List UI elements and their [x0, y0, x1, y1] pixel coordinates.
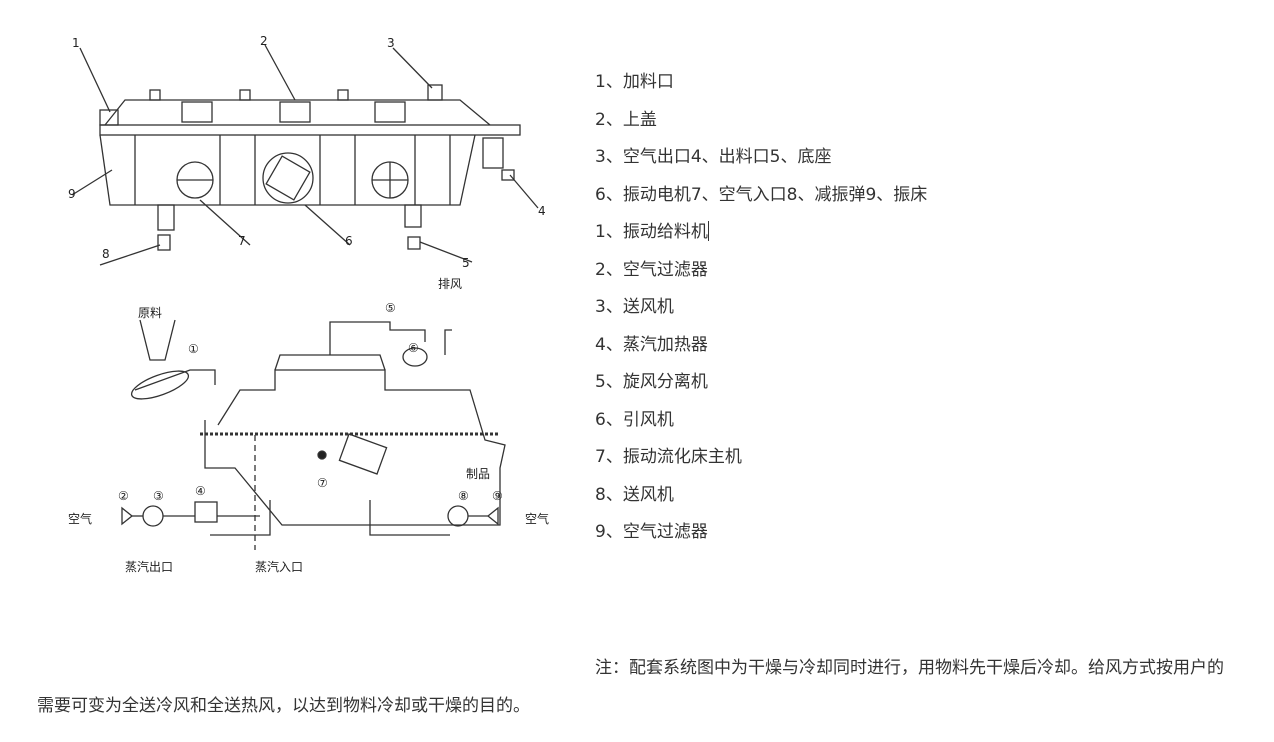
raw-material-label: 原料 [138, 306, 162, 320]
callout-4: 4 [538, 204, 546, 218]
callout-9: 9 [68, 187, 76, 201]
list-item: 2、空气过滤器 [595, 259, 708, 280]
callout-5: 5 [462, 256, 470, 270]
list-item: 3、送风机 [595, 297, 674, 317]
circled-6: ⑥ [408, 341, 419, 355]
list-item: 6、引风机 [595, 409, 674, 430]
circled-4: ④ [195, 484, 206, 498]
list-item: 1、加料口 [595, 72, 674, 92]
list-item: 9、空气过滤器 [595, 522, 708, 542]
list-item: 4、蒸汽加热器 [595, 334, 708, 355]
list-item: 2、上盖 [595, 109, 657, 130]
exhaust-label: 排风 [438, 277, 462, 291]
circled-9: ⑨ [492, 489, 503, 503]
circled-7: ⑦ [317, 476, 328, 490]
circled-1: ① [188, 342, 199, 356]
list-item: 8、送风机 [595, 484, 674, 505]
callout-3: 3 [387, 36, 395, 50]
circled-3: ③ [153, 489, 164, 503]
text-cursor [707, 221, 709, 241]
callout-8: 8 [102, 247, 110, 261]
list-item[interactable]: 1、振动给料机 [595, 220, 927, 258]
note-paragraph: 注：配套系统图中为干燥与冷却同时进行，用物料先干燥后冷却。给风方式按用户的需要可… [37, 658, 1224, 716]
callout-2: 2 [260, 34, 268, 48]
circled-2: ② [118, 489, 129, 503]
product-label: 制品 [466, 467, 490, 481]
list-item: 5、旋风分离机 [595, 372, 708, 392]
circled-8: ⑧ [458, 489, 469, 503]
callout-1: 1 [72, 36, 80, 50]
list-item: 6、振动电机7、空气入口8、减振弹9、振床 [595, 184, 928, 205]
steam-inlet-label: 蒸汽入口 [255, 559, 303, 574]
fluid-bed-dryer-diagram: 1 2 3 4 5 6 7 8 9 排风 原料 [68, 34, 549, 574]
machine-elevation-drawing: 1 2 3 4 5 6 7 8 9 排风 [68, 34, 546, 291]
air-inlet-left-label: 空气 [68, 511, 92, 526]
callout-7: 7 [238, 234, 246, 248]
steam-outlet-label: 蒸汽出口 [125, 559, 173, 574]
list-item-text: 1、振动给料机 [595, 222, 708, 242]
list-item: 3、空气出口4、出料口5、底座 [595, 147, 832, 167]
component-list: 1、加料口 2、上盖 3、空气出口4、出料口5、底座 6、振动电机7、空气入口8… [595, 70, 927, 558]
list-item: 7、振动流化床主机 [595, 447, 742, 467]
system-flow-diagram: 原料 制品 空气 空气 蒸汽出口 蒸汽入口 ① ② ③ ④ ⑤ ⑥ ⑦ ⑧ ⑨ [68, 301, 549, 574]
callout-6: 6 [345, 234, 353, 248]
circled-5: ⑤ [385, 301, 396, 315]
air-inlet-right-label: 空气 [525, 511, 549, 526]
